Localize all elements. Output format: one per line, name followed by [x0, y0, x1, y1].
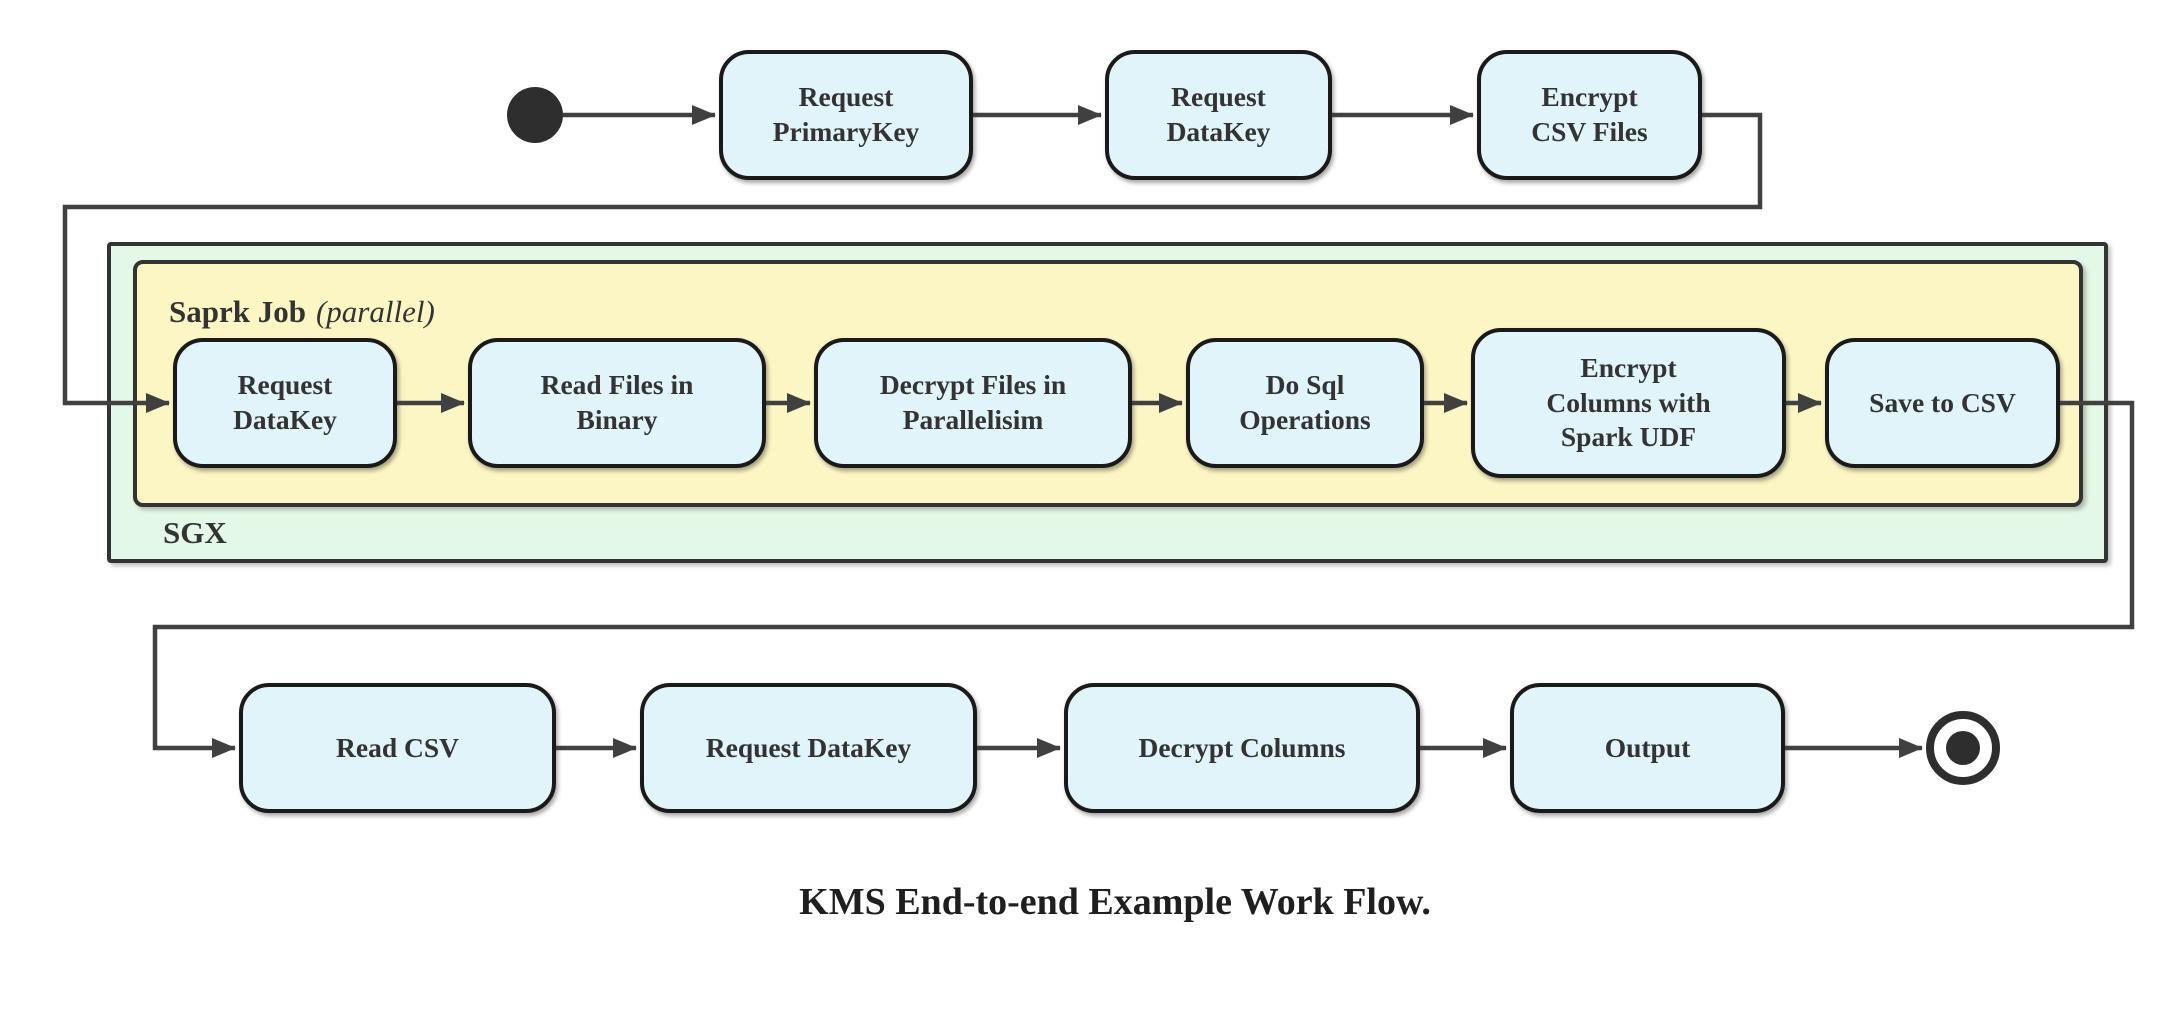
- node-read-csv: Read CSV: [239, 683, 556, 813]
- node-save-to-csv: Save to CSV: [1825, 338, 2060, 468]
- sgx-label: SGX: [163, 515, 227, 550]
- spark-job-label: Saprk Job (parallel): [169, 294, 435, 330]
- node-request-primarykey: Request PrimaryKey: [719, 50, 973, 180]
- node-request-datakey-bottom: Request DataKey: [640, 683, 977, 813]
- node-request-datakey-top: Request DataKey: [1105, 50, 1332, 180]
- diagram-caption: KMS End-to-end Example Work Flow.: [799, 881, 1431, 923]
- spark-job-annotation: (parallel): [315, 294, 435, 329]
- node-decrypt-columns: Decrypt Columns: [1064, 683, 1420, 813]
- end-state-inner-dot: [1946, 731, 1980, 765]
- node-read-files-in-binary: Read Files in Binary: [468, 338, 766, 468]
- end-state-icon: [1926, 711, 2000, 785]
- node-encrypt-columns-with-spark-udf: Encrypt Columns with Spark UDF: [1471, 328, 1786, 478]
- node-decrypt-files-in-parallelisim: Decrypt Files in Parallelisim: [814, 338, 1132, 468]
- node-encrypt-csv-files: Encrypt CSV Files: [1477, 50, 1702, 180]
- node-request-datakey-sgx: Request DataKey: [173, 338, 397, 468]
- node-output: Output: [1510, 683, 1785, 813]
- start-state-icon: [507, 87, 563, 143]
- node-do-sql-operations: Do Sql Operations: [1186, 338, 1424, 468]
- spark-job-label-text: Saprk Job: [169, 294, 306, 329]
